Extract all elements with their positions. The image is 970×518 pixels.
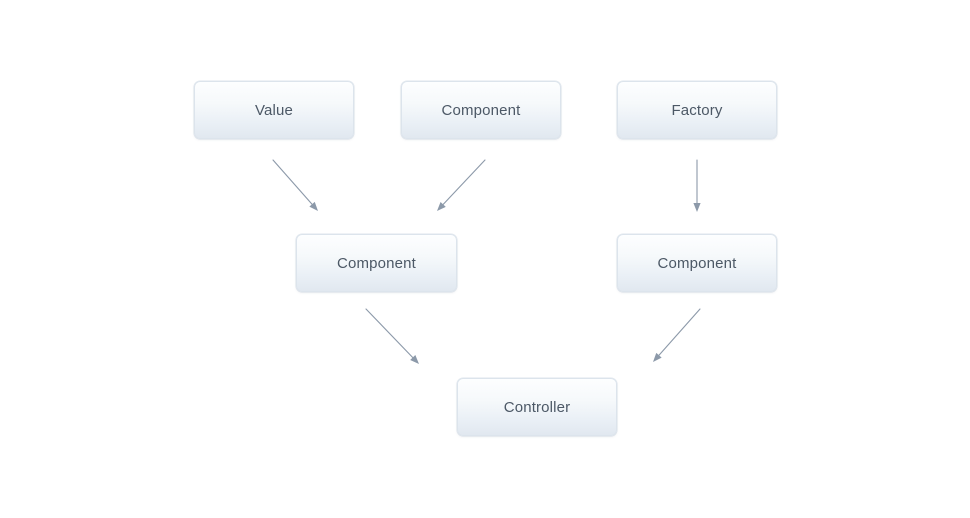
- node-label: Component: [337, 254, 416, 272]
- node-label: Component: [441, 101, 521, 119]
- arrowhead-icon: [653, 352, 662, 362]
- arrow-value-to-component-mid-left: [272, 159, 318, 211]
- node-label: Value: [254, 101, 293, 119]
- node-label: Component: [657, 254, 737, 272]
- node-component-top[interactable]: Component: [401, 81, 561, 139]
- node-component-mid-right[interactable]: Component: [617, 234, 777, 292]
- node-controller[interactable]: Controller: [457, 378, 617, 436]
- node-value[interactable]: Value: [194, 81, 354, 139]
- arrow-component-mid-right-to-controller: [653, 308, 701, 362]
- arrowhead-icon: [693, 203, 701, 212]
- arrowhead-icon: [309, 201, 318, 211]
- arrow-component-mid-left-to-controller: [365, 308, 419, 364]
- arrowhead-icon: [437, 201, 446, 211]
- node-component-mid-left[interactable]: Component: [296, 234, 457, 292]
- arrow-factory-to-component-mid-right: [693, 159, 701, 212]
- node-label: Controller: [503, 398, 571, 416]
- node-factory[interactable]: Factory: [617, 81, 777, 139]
- arrowhead-icon: [410, 355, 419, 364]
- node-label: Factory: [671, 101, 723, 119]
- arrow-component-top-to-component-mid-left: [437, 159, 486, 211]
